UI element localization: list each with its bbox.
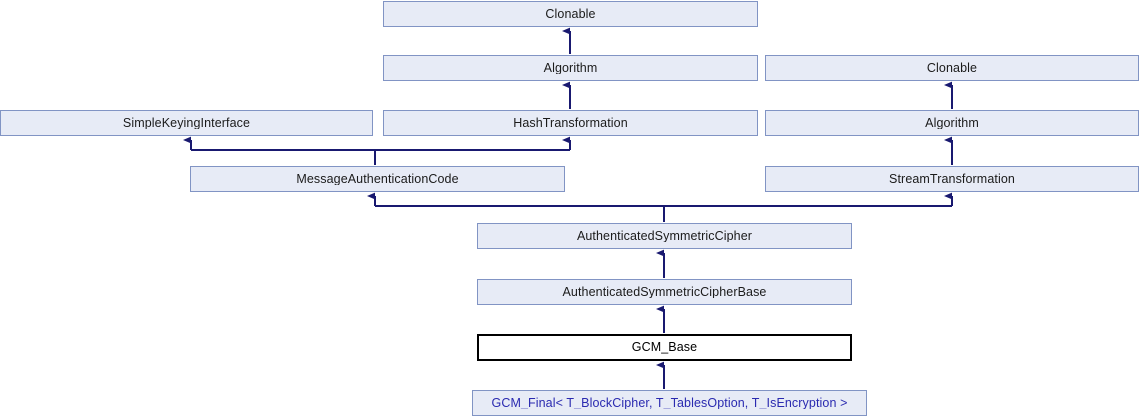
node-messageauthenticationcode[interactable]: MessageAuthenticationCode bbox=[190, 166, 565, 192]
node-algorithm-right[interactable]: Algorithm bbox=[765, 110, 1139, 136]
node-label: GCM_Base bbox=[631, 341, 698, 354]
node-simplekeyinginterface[interactable]: SimpleKeyingInterface bbox=[0, 110, 373, 136]
node-label: AuthenticatedSymmetricCipherBase bbox=[562, 285, 767, 299]
node-label: GCM_Final< T_BlockCipher, T_TablesOption… bbox=[491, 396, 848, 410]
node-hashtransformation[interactable]: HashTransformation bbox=[383, 110, 758, 136]
node-label: Algorithm bbox=[925, 116, 979, 130]
node-label: Algorithm bbox=[543, 61, 598, 75]
node-label: AuthenticatedSymmetricCipher bbox=[576, 229, 753, 243]
node-authenticatedsymmetriccipherbase[interactable]: AuthenticatedSymmetricCipherBase bbox=[477, 279, 852, 305]
node-authenticatedsymmetriccipher[interactable]: AuthenticatedSymmetricCipher bbox=[477, 223, 852, 249]
node-algorithm-left[interactable]: Algorithm bbox=[383, 55, 758, 81]
node-label: Clonable bbox=[926, 61, 978, 75]
node-label: MessageAuthenticationCode bbox=[296, 172, 459, 186]
node-gcm-base-current: GCM_Base bbox=[477, 334, 852, 361]
node-gcm-final[interactable]: GCM_Final< T_BlockCipher, T_TablesOption… bbox=[472, 390, 867, 416]
node-clonable-top[interactable]: Clonable bbox=[383, 1, 758, 27]
node-label: HashTransformation bbox=[513, 116, 628, 130]
node-label: StreamTransformation bbox=[889, 172, 1015, 186]
node-streamtransformation[interactable]: StreamTransformation bbox=[765, 166, 1139, 192]
node-label: SimpleKeyingInterface bbox=[122, 116, 251, 130]
node-label: Clonable bbox=[545, 7, 596, 21]
node-clonable-right[interactable]: Clonable bbox=[765, 55, 1139, 81]
